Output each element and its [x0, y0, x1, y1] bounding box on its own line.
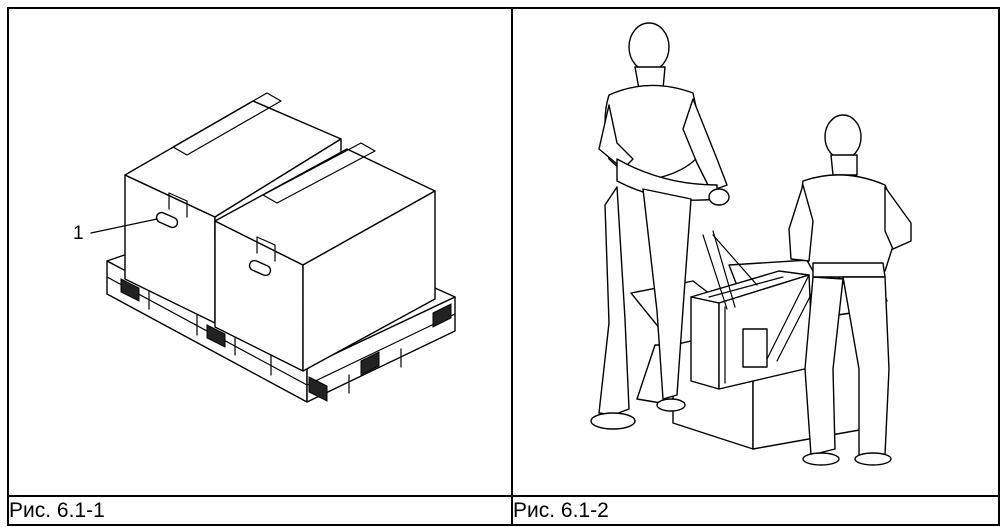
figure-caption-1: Рис. 6.1-1 [7, 495, 513, 526]
figure-caption-2-text: Рис. 6.1-2 [513, 499, 609, 522]
box-right [214, 142, 436, 372]
figure-caption-2: Рис. 6.1-2 [511, 495, 1000, 526]
handle-slot [155, 211, 179, 229]
figure-table: 1 [7, 7, 1000, 526]
handle-slot-2 [248, 259, 272, 277]
boxes-on-pallet-illustration: 1 [73, 92, 456, 403]
figure-caption-1-text: Рис. 6.1-1 [9, 499, 105, 522]
device [690, 270, 814, 390]
figure-cell-2 [511, 7, 1000, 497]
callout-leader [90, 218, 158, 234]
person-right [788, 114, 912, 466]
callout-label: 1 [73, 223, 84, 244]
figure-cell-1: 1 [7, 7, 513, 497]
person-left [590, 22, 730, 430]
two-people-lifting-device-illustration [590, 22, 912, 466]
device-panel [742, 328, 768, 368]
